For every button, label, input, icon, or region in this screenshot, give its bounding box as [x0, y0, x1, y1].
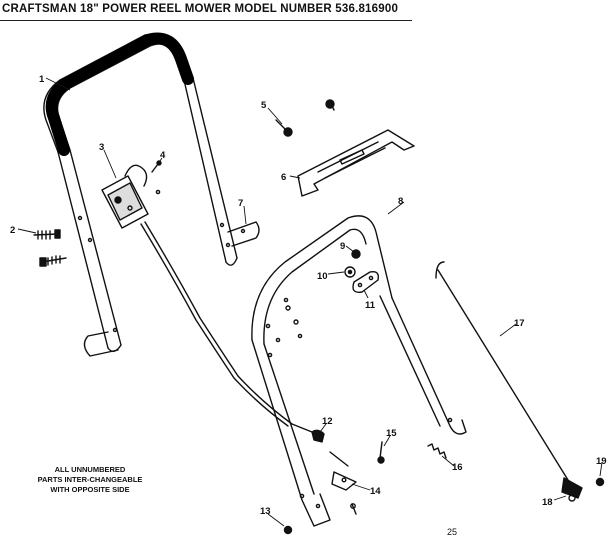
spring [427, 443, 447, 459]
unnumbered-parts-note: ALL UNNUMBERED PARTS INTER-CHANGEABLE WI… [24, 465, 156, 495]
callout-10: 10 [317, 271, 328, 282]
throttle-screw [151, 160, 162, 195]
callout-17: 17 [514, 318, 525, 329]
callout-1: 1 [39, 74, 45, 85]
u-bracket-upper [227, 221, 260, 247]
handle-bolt-lower [39, 255, 67, 267]
callout-14: 14 [370, 486, 381, 497]
mounting-screw-left [275, 119, 293, 137]
callout-12: 12 [322, 416, 333, 427]
note-line: PARTS INTER-CHANGEABLE [37, 475, 143, 484]
throttle-cable [144, 221, 313, 433]
callout-15: 15 [386, 428, 397, 439]
handle-clamp [352, 270, 380, 293]
callout-8: 8 [398, 196, 403, 207]
title-underline [0, 20, 412, 21]
callout-19: 19 [596, 456, 607, 467]
diagram-title: CRAFTSMAN 18" POWER REEL MOWER MODEL NUM… [2, 3, 399, 15]
handle-washer [344, 266, 356, 278]
callout-7: 7 [238, 198, 243, 209]
callout-4: 4 [160, 150, 166, 161]
mounting-screw-right [325, 99, 335, 111]
control-rod [435, 261, 569, 481]
throttle-control [101, 164, 149, 229]
handle-base-nut [283, 525, 293, 535]
callout-6: 6 [281, 172, 286, 183]
lower-handle [251, 215, 467, 527]
handle-bolt-upper [33, 229, 61, 240]
callout-16: 16 [452, 462, 463, 473]
note-line: WITH OPPOSITE SIDE [50, 485, 130, 494]
callout-5: 5 [261, 100, 267, 111]
callout-9: 9 [340, 241, 345, 252]
leader-lines [17, 77, 603, 527]
callout-13: 13 [260, 506, 271, 517]
callout-2: 2 [10, 225, 15, 236]
throttle-cable-inner [140, 223, 289, 427]
cable-bolt [377, 441, 385, 464]
u-bracket-lower [83, 331, 119, 357]
callout-3: 3 [99, 142, 104, 153]
handle-grip [45, 32, 194, 156]
page-number: 25 [447, 527, 458, 537]
rod-connector [561, 477, 583, 502]
rod-nut [595, 477, 605, 487]
cable-clip [311, 429, 325, 443]
handle-bracket-plate [297, 129, 415, 197]
callout-18: 18 [542, 497, 553, 508]
control-bracket [329, 451, 357, 515]
note-line: ALL UNNUMBERED [54, 465, 126, 474]
callout-11: 11 [365, 300, 376, 311]
